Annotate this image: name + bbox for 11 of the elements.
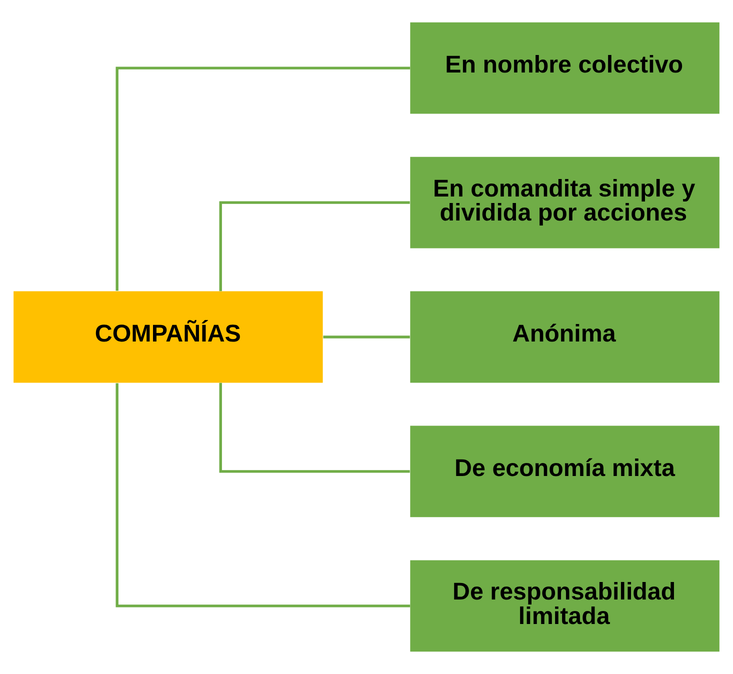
connector [219,382,410,473]
node-box: En nombre colectivo [410,22,720,114]
connector [116,383,410,608]
node-box: De responsabilidad limitada [410,560,720,652]
node-box: Anónima [410,291,720,383]
connector [116,66,410,291]
node-box: En comandita simple y dividida por acciones [410,156,720,248]
connector [323,336,410,338]
node-box: COMPAÑÍAS [14,291,323,383]
node-box: De economía mixta [410,426,720,518]
connector [219,201,410,292]
